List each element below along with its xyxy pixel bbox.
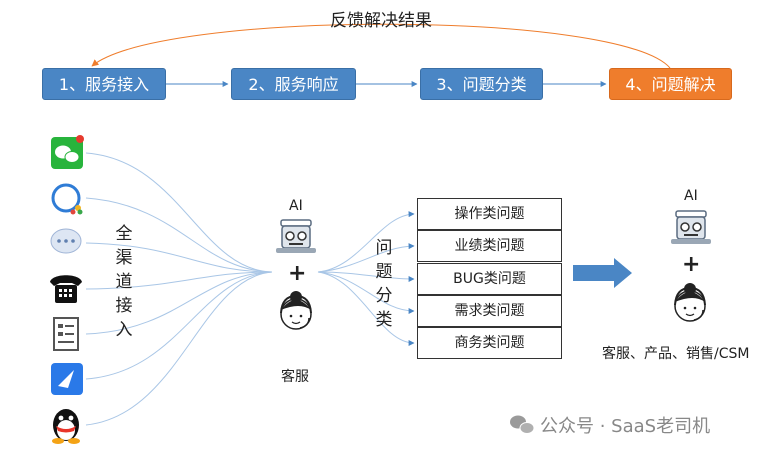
step-3-problem-classification: 3、问题分类 <box>420 68 543 100</box>
wechat-icon <box>51 135 84 169</box>
category-operation: 操作类问题 <box>417 198 562 230</box>
category-fan-lines <box>317 211 415 346</box>
step-1-service-access: 1、服务接入 <box>42 68 166 100</box>
channel-fan-lines <box>85 152 273 426</box>
category-business: 商务类问题 <box>417 327 562 359</box>
resolver-plus: + <box>682 252 701 277</box>
qq-icon <box>52 409 80 444</box>
message-icon <box>50 228 82 254</box>
category-performance: 业绩类问题 <box>417 230 562 262</box>
responder-human-label: 客服 <box>281 369 309 385</box>
agent-icon <box>280 291 312 330</box>
step-2-service-response: 2、服务响应 <box>231 68 356 100</box>
telephone-icon <box>50 275 82 303</box>
category-bug: BUG类问题 <box>417 263 562 295</box>
feedback-arc <box>91 23 671 69</box>
agent-icon-resolver <box>674 283 706 322</box>
form-icon <box>53 317 79 351</box>
channels-label: 全渠道接入 <box>115 224 133 340</box>
category-requirement: 需求类问题 <box>417 295 562 327</box>
robot-icon-resolver <box>671 210 711 244</box>
resolve-block-arrow <box>573 258 632 288</box>
responder-ai-label: AI <box>289 198 303 214</box>
classify-label: 问题分类 <box>375 238 393 330</box>
resolver-ai-label: AI <box>684 188 698 204</box>
feishu-icon <box>51 363 83 395</box>
responder-plus: + <box>288 261 307 286</box>
robot-icon <box>276 219 316 253</box>
chat-bubble-icon <box>51 183 83 215</box>
watermark-wechat-icon <box>510 415 535 434</box>
watermark-text: 公众号 · SaaS老司机 <box>540 416 711 437</box>
step-4-problem-resolution: 4、问题解决 <box>609 68 732 100</box>
feedback-loop-label: 反馈解决结果 <box>330 11 432 31</box>
resolver-team-label: 客服、产品、销售/CSM <box>602 346 750 362</box>
